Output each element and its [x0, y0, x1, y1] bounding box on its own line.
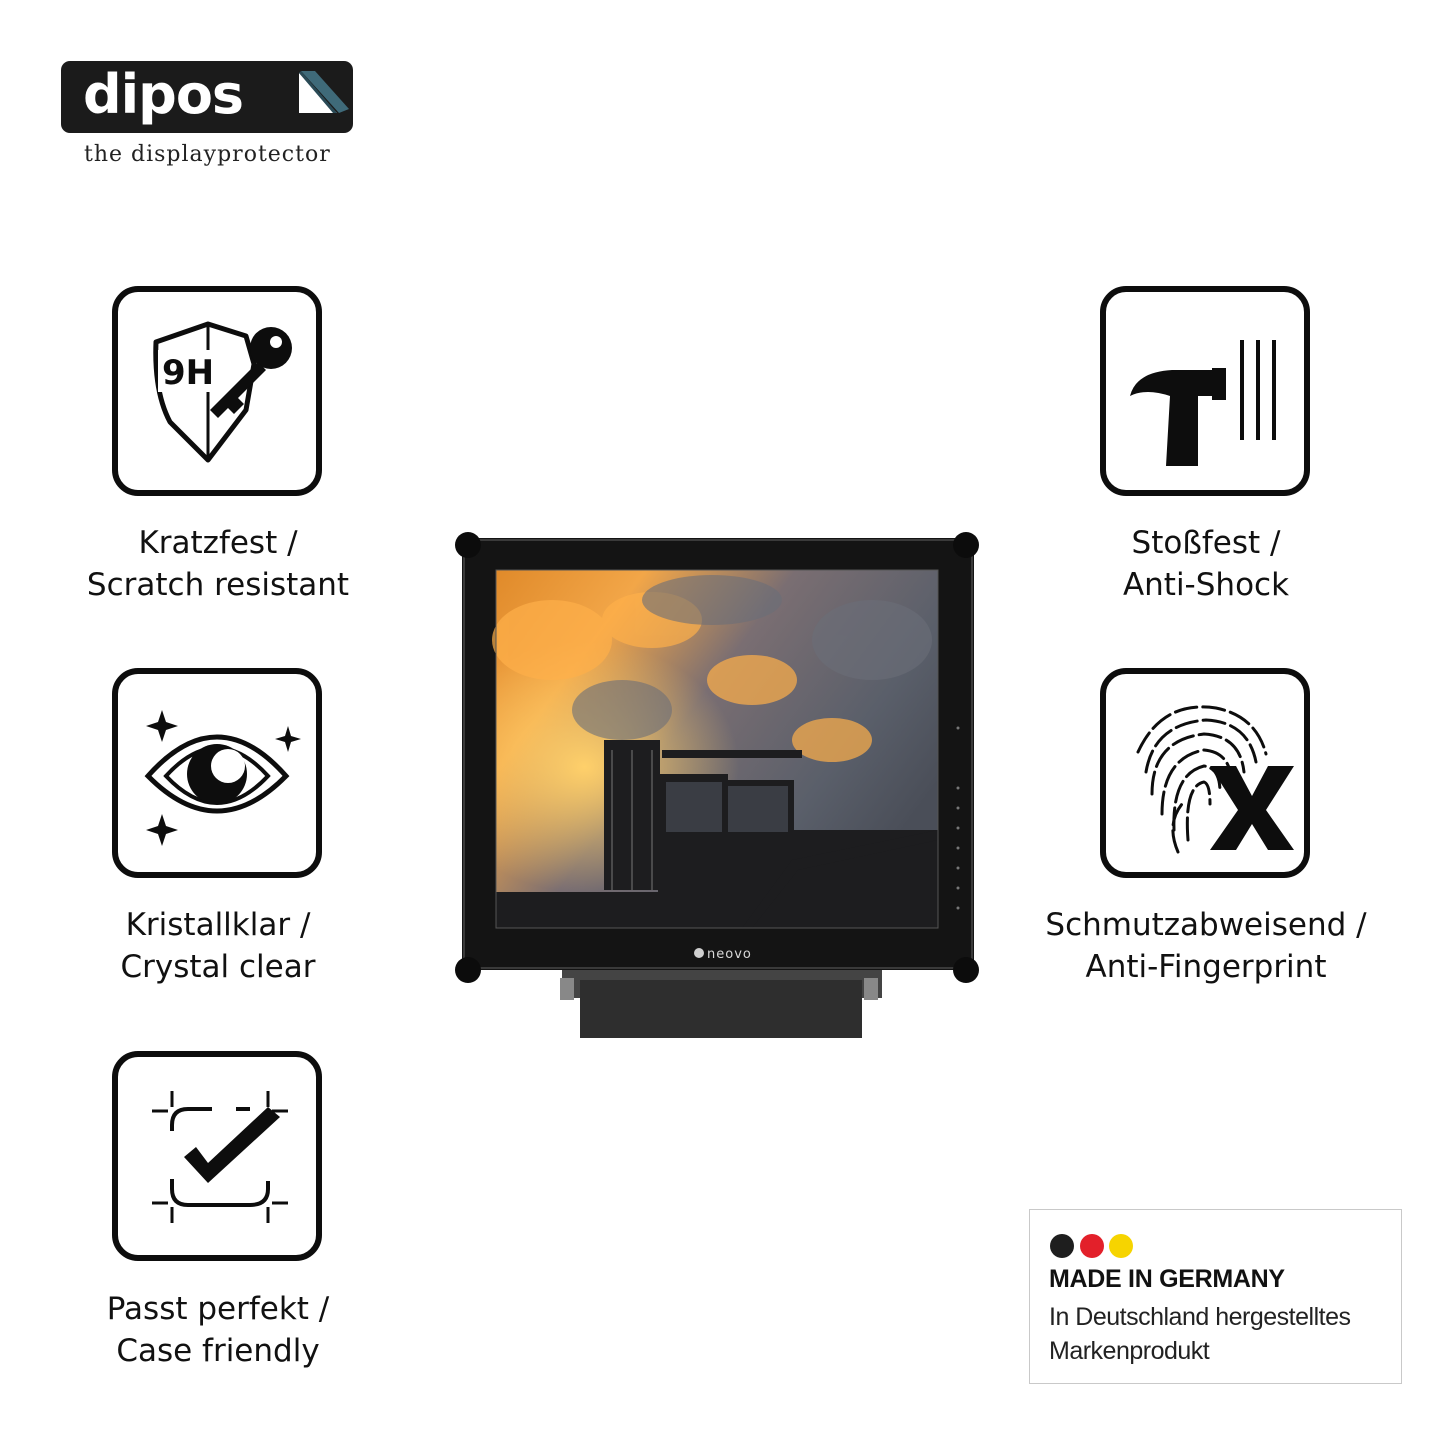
svg-text:9H: 9H [162, 353, 214, 393]
feature-fit-icon-box [112, 1051, 322, 1261]
feature-clear-label: Kristallklar / Crystal clear [28, 904, 408, 988]
badge-line2: Markenprodukt [1049, 1337, 1210, 1365]
made-in-germany-badge: MADE IN GERMANY In Deutschland hergestel… [1029, 1209, 1402, 1384]
page-curl-icon [299, 71, 349, 113]
feature-fingerprint-line2: Anti-Fingerprint [1085, 949, 1327, 985]
flag-dot-red [1080, 1234, 1104, 1258]
feature-fingerprint-line1: Schmutzabweisend / [1045, 907, 1367, 943]
feature-clear-line1: Kristallklar / [125, 907, 311, 943]
badge-title: MADE IN GERMANY [1049, 1265, 1285, 1293]
feature-scratch-line1: Kratzfest / [138, 525, 298, 561]
feature-scratch-line2: Scratch resistant [86, 567, 350, 603]
feature-scratch-icon-box: 9H [112, 286, 322, 496]
frame-check-icon [152, 1091, 288, 1223]
hammer-icon [1130, 340, 1276, 466]
eye-sparkle-icon [144, 710, 301, 846]
flag-dot-gold [1109, 1234, 1133, 1258]
feature-shock-label: Stoßfest / Anti-Shock [1016, 522, 1396, 606]
feature-scratch-label: Kratzfest / Scratch resistant [28, 522, 408, 606]
brand-tagline: the displayprotector [84, 142, 331, 167]
brand-logo: dipos [61, 61, 353, 133]
monitor-brand-label: neovo [707, 947, 752, 962]
flag-dot-black [1050, 1234, 1074, 1258]
shield-key-icon: 9H [153, 321, 292, 463]
feature-fingerprint-label: Schmutzabweisend / Anti-Fingerprint [1016, 904, 1396, 988]
badge-line1: In Deutschland hergestelltes [1049, 1303, 1351, 1331]
feature-fit-label: Passt perfekt / Case friendly [28, 1288, 408, 1372]
fingerprint-x-icon [1136, 705, 1294, 854]
brand-name: dipos [83, 63, 244, 126]
feature-clear-line2: Crystal clear [120, 949, 316, 985]
monitor-product-image: neovo [452, 530, 982, 1042]
feature-fingerprint-icon-box [1100, 668, 1310, 878]
feature-fit-line2: Case friendly [116, 1333, 320, 1369]
badge-subtitle: In Deutschland hergestelltes Markenprodu… [1049, 1300, 1351, 1368]
feature-shock-line1: Stoßfest / [1131, 525, 1281, 561]
feature-shock-line2: Anti-Shock [1122, 567, 1290, 603]
feature-clear-icon-box [112, 668, 322, 878]
feature-shock-icon-box [1100, 286, 1310, 496]
feature-fit-line1: Passt perfekt / [106, 1291, 330, 1327]
